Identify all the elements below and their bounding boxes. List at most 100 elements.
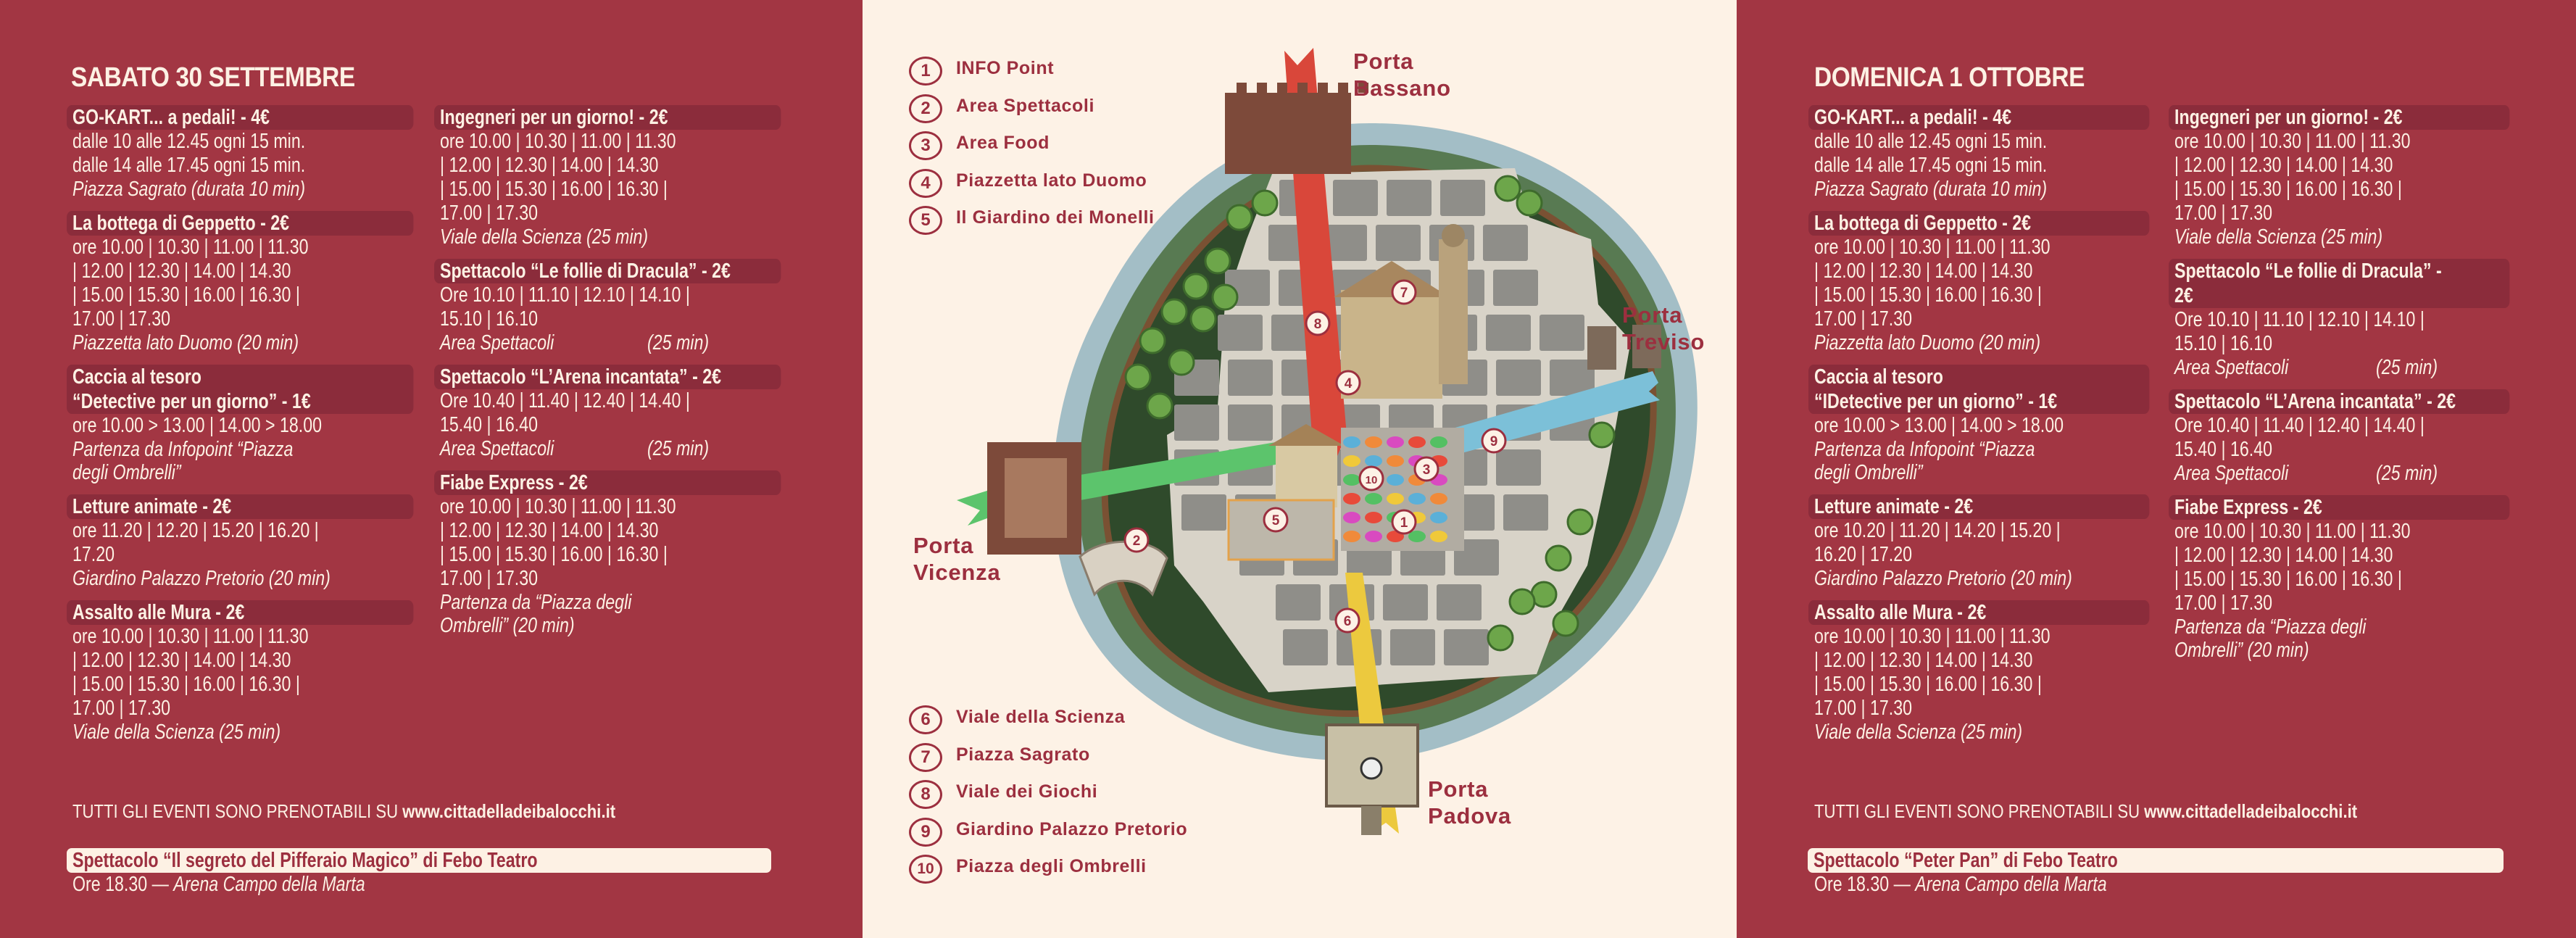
event-title-line: Fiabe Express - 2€ (440, 471, 588, 494)
website-link[interactable]: www.cittadelladeibalocchi.it (402, 800, 616, 822)
event-card: Caccia al tesoro“IDetective per un giorn… (1808, 365, 2149, 484)
map-marker-10: 10 (1358, 465, 1384, 491)
booking-note-text: TUTTI GLI EVENTI SONO PRENOTABILI SU (72, 800, 399, 822)
legend-number-badge: 9 (909, 817, 942, 847)
legend-label: Viale della Scienza (956, 707, 1126, 727)
event-location-text: Partenza da Infopoint “Piazza (72, 438, 294, 461)
event-title: GO-KART... a pedali! - 4€ (67, 105, 413, 130)
marker-circle (1413, 456, 1439, 482)
city-block (1174, 404, 1219, 441)
city-block (1550, 360, 1595, 396)
legend-number-badge: 7 (909, 742, 942, 772)
event-times: ore 10.20 | 11.20 | 14.20 | 15.20 | (1814, 519, 2061, 542)
event-location: Area Spettacoli(25 min) (440, 331, 781, 354)
tree (1146, 392, 1173, 420)
event-location: Viale della Scienza (25 min) (1814, 721, 2149, 744)
marker-circle (1481, 428, 1507, 454)
tree (1588, 421, 1616, 449)
event-title-line: Letture animate - 2€ (1814, 495, 1974, 518)
event-card: Fiabe Express - 2€ore 10.00 | 10.30 | 11… (434, 470, 781, 637)
event-times: | 15.00 | 15.30 | 16.00 | 16.30 | (440, 543, 668, 566)
tree (1494, 175, 1521, 202)
event-location: Piazza Sagrato (durata 10 min) (1814, 178, 2149, 201)
tree (1552, 610, 1579, 637)
event-card: Ingegneri per un giorno! - 2€ore 10.00 |… (434, 105, 781, 249)
city-block (1218, 315, 1263, 351)
city-block (1387, 180, 1432, 216)
event-card: La bottega di Geppetto - 2€ore 10.00 | 1… (67, 211, 413, 354)
city-block (1283, 629, 1328, 665)
event-times: ore 10.00 | 10.30 | 11.00 | 11.30 (440, 130, 676, 153)
event-card: Letture animate - 2€ore 11.20 | 12.20 | … (67, 494, 413, 590)
marker-number: 4 (1345, 376, 1353, 391)
show-place: Arena Campo della Marta (1915, 873, 2107, 896)
event-times: ore 10.00 > 13.00 | 14.00 > 18.00 (1814, 414, 2064, 437)
umbrella (1430, 436, 1447, 448)
umbrella (1365, 512, 1382, 523)
event-title: Letture animate - 2€ (67, 494, 413, 519)
event-location-text: degli Ombrelli” (72, 461, 181, 484)
palazzo-building (1268, 424, 1345, 507)
tree (1251, 189, 1279, 217)
event-location-text: Partenza da “Piazza degli (2174, 615, 2367, 639)
event-title: Caccia al tesoro“Detective per un giorno… (67, 365, 413, 414)
event-title: Spettacolo “L’Arena incantata” - 2€ (434, 365, 781, 389)
event-location-text: Piazza Sagrato (durata 10 min) (1814, 178, 2048, 201)
event-location-text: Area Spettacoli (440, 331, 554, 354)
event-times: | 15.00 | 15.30 | 16.00 | 16.30 | (440, 178, 668, 201)
event-title-line: GO-KART... a pedali! - 4€ (72, 106, 270, 129)
website-link[interactable]: www.cittadelladeibalocchi.it (2144, 800, 2358, 822)
event-title: Letture animate - 2€ (1808, 494, 2149, 519)
event-times: | 12.00 | 12.30 | 14.00 | 14.30 (2174, 154, 2393, 177)
gate-treviso-building (1587, 325, 1661, 370)
event-title-line: La bottega di Geppetto - 2€ (1814, 212, 2032, 235)
event-card: GO-KART... a pedali! - 4€dalle 10 alle 1… (1808, 105, 2149, 201)
event-title: La bottega di Geppetto - 2€ (1808, 211, 2149, 236)
event-times: 17.00 | 17.30 (1814, 307, 1913, 331)
city-block (1486, 315, 1531, 351)
umbrella (1343, 474, 1360, 486)
tree (1566, 508, 1594, 536)
marker-number: 2 (1133, 534, 1141, 549)
event-title-line: Letture animate - 2€ (72, 495, 232, 518)
umbrella (1408, 493, 1426, 505)
city-block (1228, 404, 1273, 441)
tree (1508, 588, 1536, 615)
event-title-line: La bottega di Geppetto - 2€ (72, 212, 290, 235)
event-times: 17.00 | 17.30 (72, 697, 171, 720)
legend-number-badge: 3 (909, 131, 942, 160)
event-times: | 12.00 | 12.30 | 14.00 | 14.30 (440, 154, 659, 177)
event-title-line: Ingegneri per un giorno! - 2€ (440, 106, 668, 129)
umbrella (1408, 436, 1426, 448)
legend-label: Piazzetta lato Duomo (956, 170, 1147, 191)
event-location: degli Ombrelli” (1814, 461, 2149, 484)
event-title: Spettacolo “L’Arena incantata” - 2€ (2169, 389, 2509, 414)
event-location-text: Ombrelli” (20 min) (2174, 639, 2309, 662)
event-location: Partenza da “Piazza degli (2174, 615, 2509, 639)
event-title-line: Ingegneri per un giorno! - 2€ (2174, 106, 2403, 129)
event-times: | 15.00 | 15.30 | 16.00 | 16.30 | (2174, 568, 2402, 591)
schedule-column-1: GO-KART... a pedali! - 4€dalle 10 alle 1… (67, 105, 499, 754)
umbrella (1343, 436, 1360, 448)
event-title: Spettacolo “Le follie di Dracula” - 2€ (434, 259, 781, 283)
event-times: | 12.00 | 12.30 | 14.00 | 14.30 (72, 649, 291, 672)
legend-label: Piazza Sagrato (956, 744, 1090, 765)
area-spettacoli-arena (1079, 540, 1168, 597)
event-title-line: Spettacolo “L’Arena incantata” - 2€ (440, 365, 722, 389)
event-times: | 12.00 | 12.30 | 14.00 | 14.30 (2174, 544, 2393, 567)
tree (1211, 283, 1239, 311)
event-title-line: Assalto alle Mura - 2€ (1814, 601, 1987, 624)
umbrella (1387, 436, 1404, 448)
umbrella (1365, 531, 1382, 542)
event-location: Viale della Scienza (25 min) (440, 225, 781, 249)
umbrella (1365, 455, 1382, 467)
evening-show-banner: Spettacolo “Il segreto del Pifferaio Mag… (67, 848, 771, 873)
day-title: DOMENICA 1 OTTOBRE (1814, 62, 2085, 93)
event-location-text: Viale della Scienza (25 min) (72, 721, 281, 744)
event-location-text: Partenza da “Piazza degli (440, 591, 632, 614)
marker-number: 8 (1314, 317, 1322, 332)
umbrella (1408, 531, 1426, 542)
